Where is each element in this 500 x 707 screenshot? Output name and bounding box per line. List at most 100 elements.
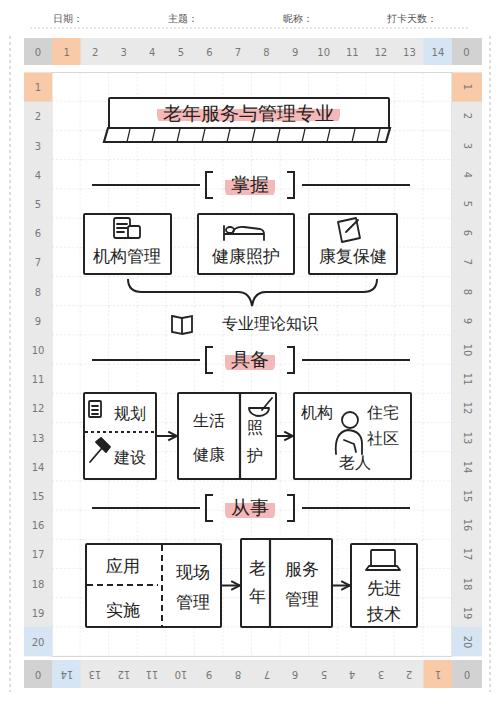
page-frame — [10, 36, 11, 692]
section-rule — [302, 184, 410, 186]
section-heading: 具备 — [225, 347, 275, 373]
ruler-number: 11 — [346, 46, 359, 57]
dividers — [85, 393, 270, 627]
title-text: 老年服务与管理专业 — [110, 100, 387, 126]
title-box: 老年服务与管理专业 — [108, 97, 390, 129]
ruler-number: 16 — [462, 519, 473, 532]
ruler-number: 13 — [403, 46, 416, 57]
flow-arrow — [333, 585, 350, 587]
ruler-band — [24, 73, 52, 657]
divider — [239, 393, 241, 479]
list-lines — [92, 406, 98, 414]
ruler-end-cell — [52, 660, 81, 688]
ruler-start-cell — [452, 73, 482, 102]
ruler-start-cell — [24, 73, 52, 102]
ruler-corner — [24, 660, 52, 688]
ruler-number: 17 — [462, 548, 473, 561]
ruler-number: 1 — [435, 669, 441, 680]
flow-arrow — [157, 435, 177, 437]
ruler-start-cell — [424, 660, 453, 688]
ruler-band — [24, 660, 482, 688]
ruler-number: 12 — [117, 669, 130, 680]
ruler-number: 1 — [63, 46, 69, 57]
ruler-number: 0 — [35, 669, 41, 680]
ruler-number: 7 — [462, 259, 473, 265]
ruler-number: 13 — [89, 669, 102, 680]
ruler-number: 6 — [292, 669, 298, 680]
title-slab-hatch — [127, 129, 380, 142]
section-rule — [92, 184, 200, 186]
box-text: 老年 — [246, 554, 268, 610]
ruler-number: 6 — [206, 46, 212, 57]
hammer-head — [96, 438, 110, 452]
box-text: 先进 技术 — [361, 575, 407, 627]
box-text: 社区 — [365, 428, 401, 450]
ruler-number: 15 — [32, 490, 45, 501]
ruler-number: 6 — [462, 230, 473, 236]
ruler-number: 18 — [462, 577, 473, 590]
ruler-number: 16 — [32, 520, 45, 531]
ruler-number: 5 — [178, 46, 184, 57]
ruler-end-cell — [24, 627, 52, 656]
ruler-number: 9 — [292, 46, 298, 57]
ruler-number: 0 — [463, 669, 469, 680]
ruler-band — [452, 73, 482, 657]
box-text: 生活 健康 — [189, 404, 229, 472]
laptop-base — [366, 566, 400, 570]
dashed-divider — [161, 545, 163, 626]
flow-arrow — [222, 585, 240, 587]
header-line — [30, 28, 470, 29]
ruler-number: 4 — [349, 669, 355, 680]
bracket — [206, 495, 213, 521]
box-text: 健康照护 — [199, 244, 292, 268]
process-box: 机构管理 — [83, 213, 172, 275]
ruler-number: 19 — [462, 606, 473, 619]
header-field: 日期： — [53, 12, 83, 26]
box-text: 规划 — [107, 400, 153, 428]
ruler-corner — [452, 660, 482, 688]
bracket — [287, 172, 294, 198]
header-field: 主题： — [168, 12, 198, 26]
ruler-end-cell — [424, 38, 453, 65]
ruler-number: 14 — [60, 669, 73, 680]
ruler-number: 0 — [463, 46, 469, 57]
person-arm — [344, 440, 356, 452]
box-text: 照护 — [243, 414, 267, 470]
box-text: 现场 管理 — [173, 557, 213, 617]
ruler-number: 9 — [462, 318, 473, 324]
spoon-icon — [262, 398, 272, 410]
box-text: 服务 管理 — [282, 554, 322, 614]
section-rule — [302, 359, 410, 361]
ruler-number: 2 — [35, 111, 41, 122]
ruler-number: 15 — [462, 490, 473, 503]
ruler-number: 12 — [374, 46, 387, 57]
ruler-number: 3 — [462, 142, 473, 148]
ruler-number: 12 — [462, 402, 473, 415]
ruler-number: 10 — [32, 344, 45, 355]
hammer-handle — [90, 448, 102, 462]
header-field: 昵称： — [283, 12, 313, 26]
person-head — [342, 412, 358, 428]
ruler-number: 20 — [462, 636, 473, 649]
ruler-number: 19 — [32, 607, 45, 618]
person-body — [336, 430, 362, 454]
book-page — [172, 316, 182, 334]
ruler-number: 8 — [35, 286, 41, 297]
ruler-number: 18 — [32, 578, 45, 589]
bed-icon — [224, 226, 264, 240]
ruler-number: 13 — [462, 431, 473, 444]
ruler-number: 7 — [235, 46, 241, 57]
ruler-number: 1 — [462, 84, 473, 90]
box-text: 康复保健 — [310, 244, 395, 268]
ruler-number: 0 — [35, 46, 41, 57]
ruler-number: 4 — [149, 46, 155, 57]
flow-arrow — [277, 435, 293, 437]
summary-text: 专业理论知识 — [222, 314, 318, 335]
ruler-number: 3 — [121, 46, 127, 57]
box-text: 机构 — [299, 402, 335, 424]
list-icon — [89, 401, 101, 417]
ruler-corner — [24, 38, 52, 65]
